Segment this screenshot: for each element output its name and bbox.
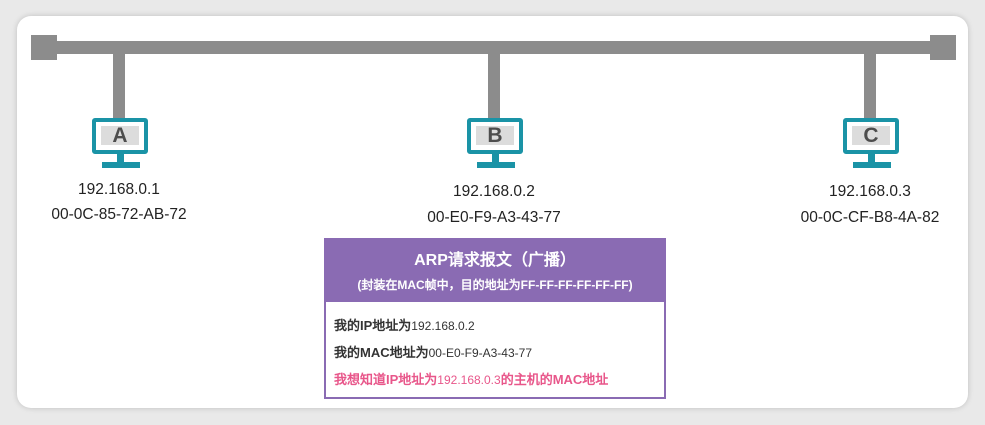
monitor-icon: C: [843, 118, 899, 154]
host-b-computer-icon: B: [467, 118, 523, 174]
arp-sender-mac-value: 00-E0-F9-A3-43-77: [428, 346, 532, 360]
host-a-label: A: [101, 125, 139, 146]
host-b-ip: 192.168.0.2: [453, 183, 535, 200]
monitor-base: [477, 162, 515, 168]
arp-sender-mac-line: 我的MAC地址为00-E0-F9-A3-43-77: [334, 342, 532, 361]
arp-sender-ip-line: 我的IP地址为192.168.0.2: [334, 315, 475, 334]
arp-target-query-suffix: 的主机的MAC地址: [500, 372, 609, 387]
host-c-mac: 00-0C-CF-B8-4A-82: [800, 209, 940, 226]
host-b-mac: 00-E0-F9-A3-43-77: [427, 209, 561, 226]
arp-target-query-prefix: 我想知道IP地址为: [334, 372, 438, 387]
host-a-computer-icon: A: [92, 118, 148, 174]
bus-terminator-left: [31, 35, 57, 60]
monitor-icon: A: [92, 118, 148, 154]
arp-sender-ip-value: 192.168.0.2: [411, 319, 475, 333]
monitor-stand: [492, 154, 499, 163]
host-a-link: [113, 54, 125, 118]
bus-terminator-right: [930, 35, 956, 60]
host-c-label: C: [852, 125, 890, 146]
monitor-base: [102, 162, 140, 168]
arp-target-query-line: 我想知道IP地址为192.168.0.3的主机的MAC地址: [334, 369, 608, 388]
host-c-computer-icon: C: [843, 118, 899, 174]
host-c-link: [864, 54, 876, 118]
arp-sender-ip-label: 我的IP地址为: [334, 318, 412, 333]
host-a-mac: 00-0C-85-72-AB-72: [51, 206, 187, 223]
monitor-stand: [117, 154, 124, 163]
host-c-ip: 192.168.0.3: [829, 183, 911, 200]
network-bus: [32, 41, 956, 54]
arp-request-subtitle: (封装在MAC帧中，目的地址为FF-FF-FF-FF-FF-FF): [357, 278, 633, 292]
host-b-link: [488, 54, 500, 118]
monitor-stand: [868, 154, 875, 163]
arp-request-box: ARP请求报文（广播） (封装在MAC帧中，目的地址为FF-FF-FF-FF-F…: [324, 238, 666, 399]
arp-sender-mac-label: 我的MAC地址为: [334, 345, 429, 360]
host-b-label: B: [476, 125, 514, 146]
arp-request-header: ARP请求报文（广播） (封装在MAC帧中，目的地址为FF-FF-FF-FF-F…: [326, 240, 664, 302]
monitor-icon: B: [467, 118, 523, 154]
arp-target-ip-value: 192.168.0.3: [437, 373, 501, 387]
monitor-base: [853, 162, 891, 168]
host-a-ip: 192.168.0.1: [78, 181, 160, 198]
arp-request-title: ARP请求报文（广播）: [414, 252, 576, 269]
